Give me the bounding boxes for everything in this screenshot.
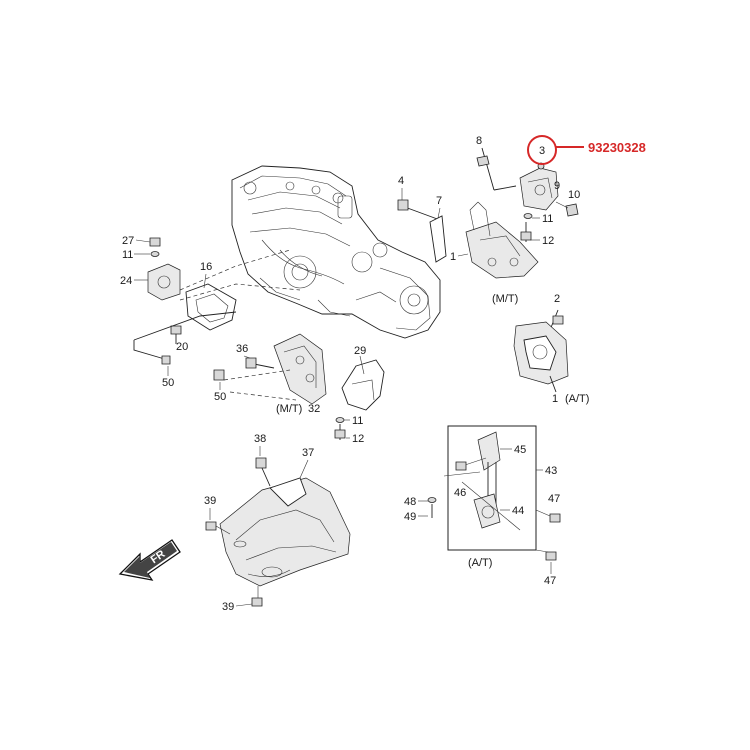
callout-44: 44	[512, 505, 524, 517]
callout-32: 32	[308, 403, 320, 415]
front-direction-arrow: FR	[118, 539, 181, 581]
callout-38: 38	[254, 433, 266, 445]
callout-45: 45	[514, 444, 526, 456]
callout-49: 49	[404, 511, 416, 523]
callout-50-mid: 50	[214, 391, 226, 403]
callout-1-mt: 1	[450, 251, 456, 263]
callout-4: 4	[398, 175, 404, 187]
left-mount-group	[133, 237, 301, 365]
callout-20: 20	[176, 341, 188, 353]
callout-numbers: 8 9 10 11 12 4 7 1 (M/T) 2 1 (A/T) 27 11…	[120, 135, 589, 613]
callout-37: 37	[302, 447, 314, 459]
callout-16: 16	[200, 261, 212, 273]
mt-label-top: (M/T)	[492, 293, 518, 305]
callout-12-mid: 12	[352, 433, 364, 445]
callout-1-at: 1	[552, 393, 558, 405]
callout-39-bottom: 39	[222, 601, 234, 613]
callout-11-top: 11	[542, 213, 553, 225]
engine-transaxle-assembly	[231, 165, 441, 339]
engine-under-cover	[205, 457, 351, 607]
callout-43: 43	[545, 465, 557, 477]
callout-11-mid: 11	[352, 415, 363, 427]
at-label-right: (A/T)	[565, 393, 589, 405]
callout-29: 29	[354, 345, 366, 357]
callout-47-top: 47	[548, 493, 560, 505]
at-label-bottom: (A/T)	[468, 557, 492, 569]
callout-27: 27	[122, 235, 134, 247]
mid-bracket-group	[213, 333, 385, 440]
callout-9: 9	[554, 180, 560, 192]
upper-mount-group	[397, 147, 579, 279]
callout-50-left: 50	[162, 377, 174, 389]
callout-47-bottom: 47	[544, 575, 556, 587]
callout-2: 2	[554, 293, 560, 305]
callout-39-top: 39	[204, 495, 216, 507]
at-rod-mount-box	[427, 425, 561, 561]
callout-48: 48	[404, 496, 416, 508]
mt-label-mid: (M/T)	[276, 403, 302, 415]
callout-36: 36	[236, 343, 248, 355]
callout-24: 24	[120, 275, 132, 287]
callout-8: 8	[476, 135, 482, 147]
callout-10: 10	[568, 189, 580, 201]
callout-46: 46	[454, 487, 466, 499]
callout-12-top: 12	[542, 235, 554, 247]
highlight-callout[interactable]: 3 93230328	[527, 135, 646, 165]
callout-11-left: 11	[122, 249, 133, 261]
callout-7: 7	[436, 195, 442, 207]
callout-3: 3	[539, 145, 545, 157]
at-mount-bracket	[513, 309, 569, 393]
part-number-label: 93230328	[588, 140, 646, 155]
